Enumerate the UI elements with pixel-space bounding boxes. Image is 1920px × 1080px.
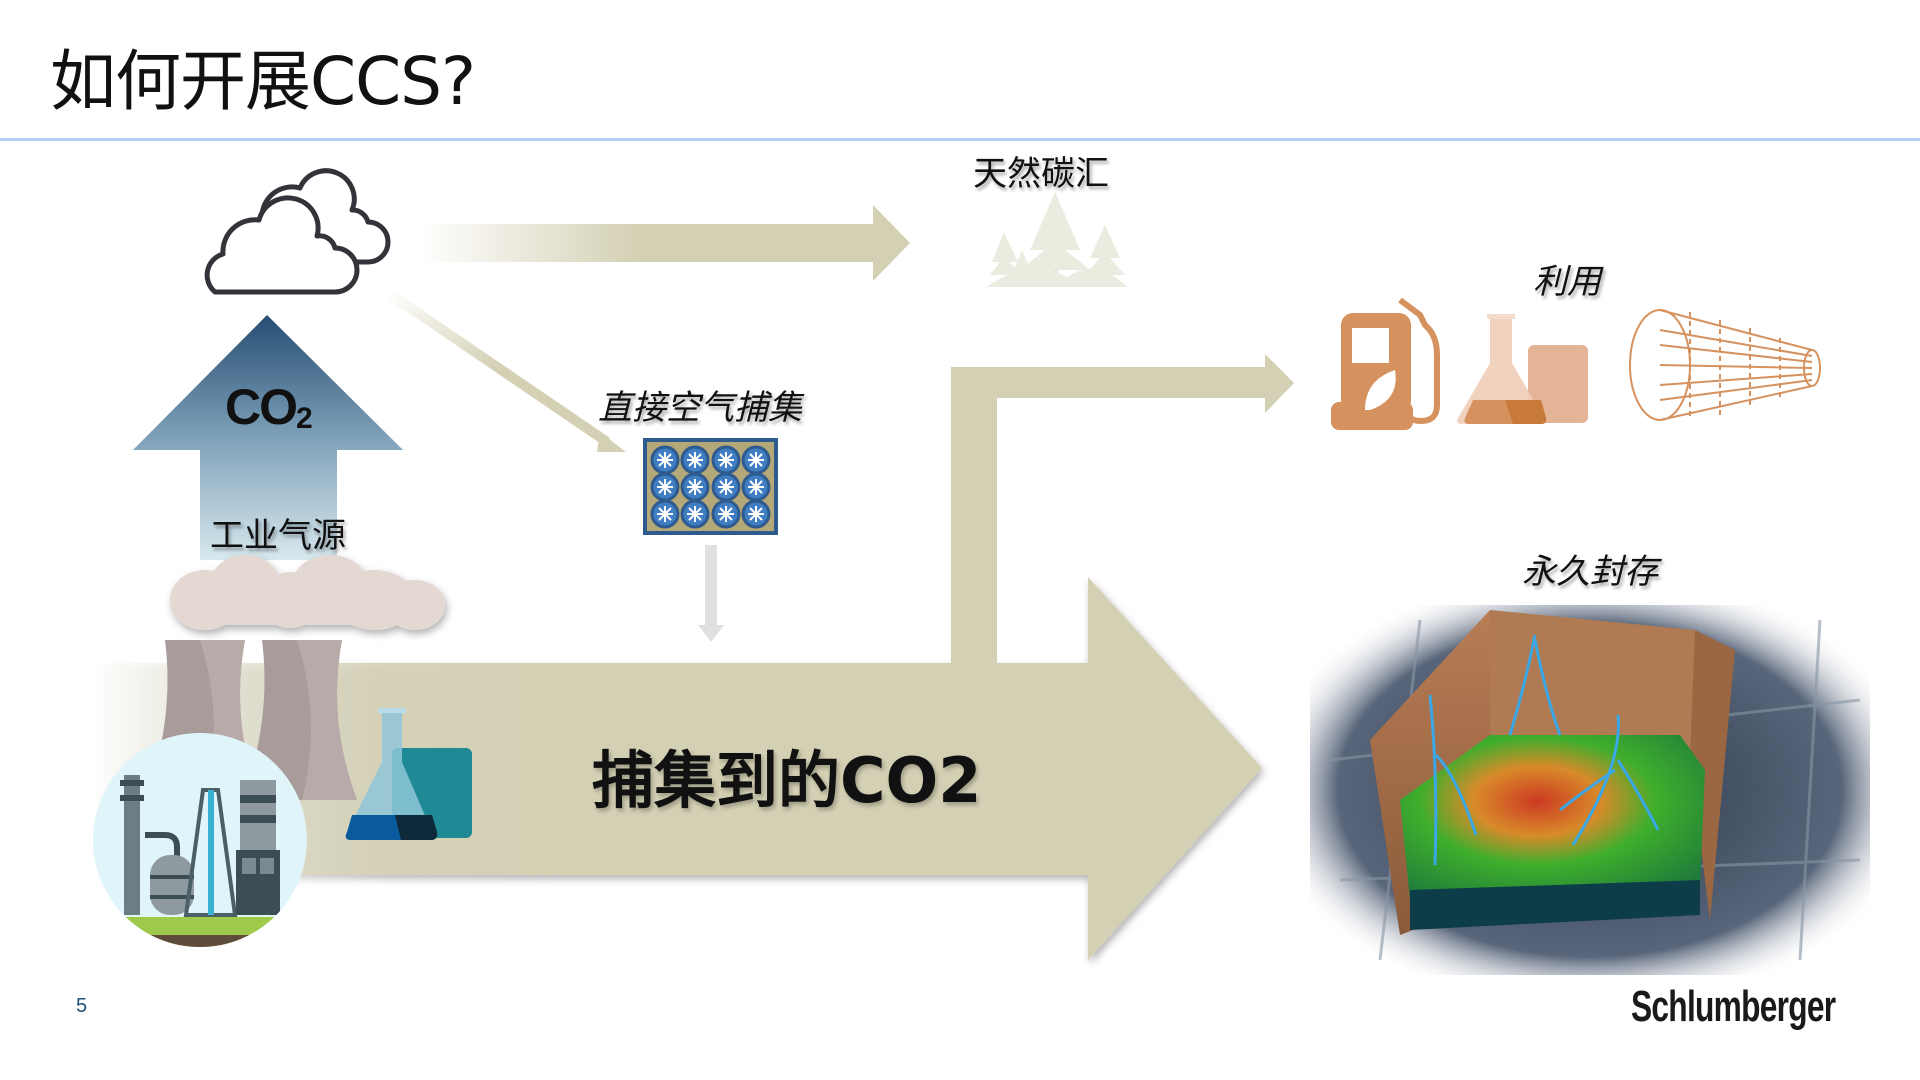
slide-title: 如何开展CCS?	[50, 43, 476, 120]
reservoir-model-image	[1310, 605, 1870, 975]
captured-co2-arrow	[90, 577, 1262, 960]
page-number: 5	[76, 995, 88, 1017]
carbon-nanotube-icon	[1629, 309, 1821, 421]
dac-fan-panel-icon	[643, 438, 778, 535]
refinery-plant-icon	[93, 733, 307, 947]
permanent-storage-label: 永久封存	[1522, 552, 1658, 592]
chemistry-flask-icon	[1457, 314, 1588, 424]
industrial-source-label: 工业气源	[210, 516, 346, 556]
natural-sink-label: 天然碳汇	[973, 154, 1109, 194]
co2-label: CO2	[225, 378, 313, 436]
arrow-to-dac	[387, 290, 626, 452]
schlumberger-logo: Schlumberger	[1631, 982, 1836, 1031]
biofuel-pump-icon	[1331, 297, 1440, 430]
captured-co2-label: 捕集到的CO2	[592, 744, 982, 817]
co2-emission-arrow	[133, 315, 403, 560]
dac-label: 直接空气捕集	[598, 388, 802, 428]
utilization-label: 利用	[1533, 262, 1601, 302]
arrow-dac-to-captured	[698, 545, 724, 642]
lab-flask-icon	[345, 708, 472, 840]
cloud-icon	[204, 168, 391, 295]
arrow-to-natural-sink	[418, 205, 910, 281]
arrow-to-utilization	[951, 354, 1294, 663]
co2-label-subscript: 2	[296, 402, 313, 435]
co2-label-base: CO	[225, 379, 298, 435]
forest-icon	[987, 192, 1127, 287]
title-separator	[0, 138, 1920, 141]
